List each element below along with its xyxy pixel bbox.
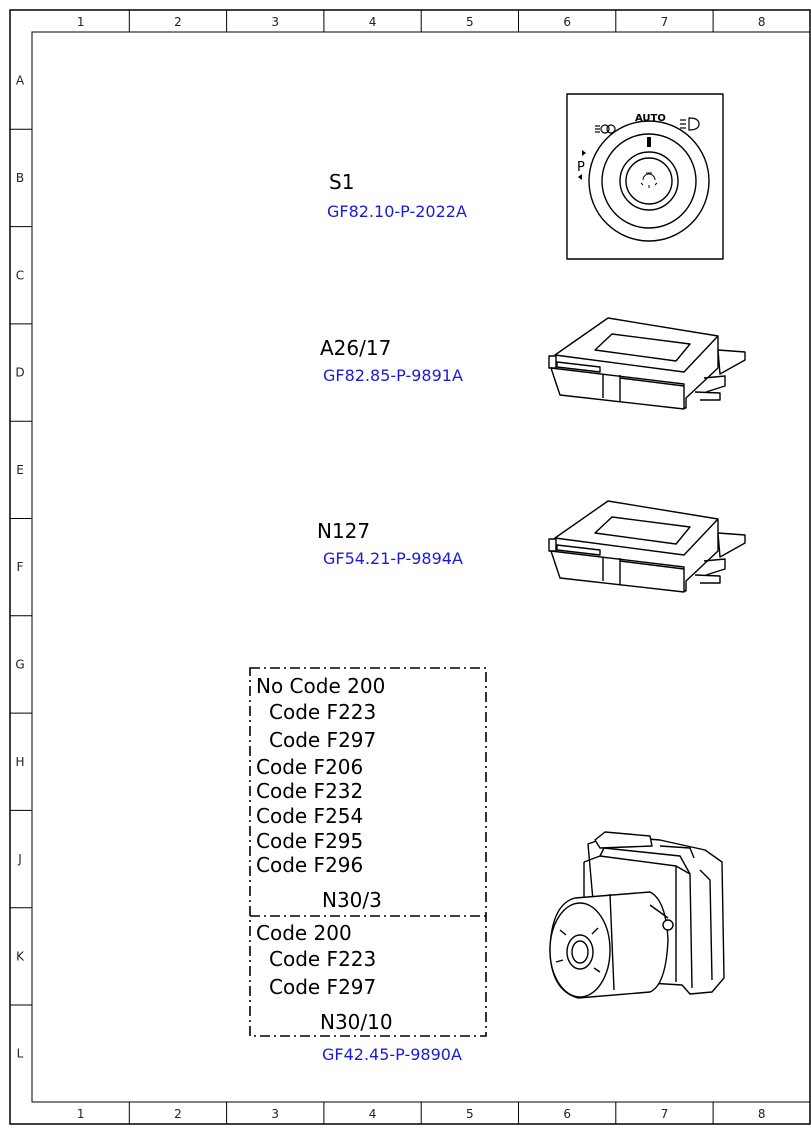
grid-row-label: J: [17, 852, 22, 866]
s1-label: S1: [329, 170, 354, 194]
n30-3-code-line: Code F295: [256, 829, 363, 853]
grid-row-label: K: [16, 949, 25, 963]
light-range-icon: [640, 172, 658, 188]
grid-row-labels: A B C D E F G H J K L: [15, 74, 25, 1061]
grid-column-label: 6: [563, 1107, 571, 1121]
grid-column-label: 7: [661, 1107, 669, 1121]
light-switch-image: AUTO P: [566, 93, 724, 260]
grid-row-label: B: [16, 171, 24, 185]
parking-light-label: P: [577, 160, 585, 175]
grid-row-label: E: [16, 463, 24, 477]
grid-column-label: 2: [174, 1107, 182, 1121]
grid-column-labels-bottom: 1 2 3 4 5 6 7 8: [77, 1107, 766, 1121]
grid-column-label: 1: [77, 15, 85, 29]
grid-column-label: 5: [466, 1107, 474, 1121]
grid-row-label: A: [16, 74, 25, 88]
drawing-frame: [9, 9, 811, 1125]
grid-column-labels-top: 1 2 3 4 5 6 7 8: [77, 15, 766, 29]
control-unit-a26-17-image: [548, 317, 746, 410]
grid-row-label: L: [17, 1047, 24, 1061]
side-light-icon: [595, 124, 616, 134]
n30-3-code-line: Code F296: [256, 853, 363, 877]
grid-row-label: H: [15, 755, 24, 769]
grid-column-label: 8: [758, 1107, 766, 1121]
n30-variant-box: No Code 200 Code F223 Code F297 Code F20…: [249, 667, 487, 1037]
n30-10-code-list: Code 200 Code F223 Code F297: [256, 921, 376, 999]
component-n127: N127 GF54.21-P-9894A: [317, 519, 463, 568]
grid-row-label: F: [17, 560, 24, 574]
n30-10-code-line: Code F297: [269, 975, 376, 999]
grid-column-label: 1: [77, 1107, 85, 1121]
a26-17-label: A26/17: [320, 336, 391, 360]
grid-column-label: 2: [174, 15, 182, 29]
n30-3-code-line: Code F232: [256, 779, 363, 803]
n30-3-code-line: No Code 200: [256, 674, 385, 698]
n30-3-code-line: Code F223: [269, 700, 376, 724]
n30-3-code-line: Code F254: [256, 804, 363, 828]
grid-column-label: 5: [466, 15, 474, 29]
component-a26-17: A26/17 GF82.85-P-9891A: [320, 336, 463, 385]
n30-10-code-line: Code 200: [256, 921, 352, 945]
n30-3-label: N30/3: [322, 888, 382, 912]
grid-column-label: 7: [661, 15, 669, 29]
grid-column-label: 4: [369, 15, 377, 29]
n127-ref-link[interactable]: GF54.21-P-9894A: [323, 549, 463, 568]
grid-column-label: 3: [271, 15, 279, 29]
grid-row-label: G: [15, 657, 24, 671]
hydraulic-unit-image: [549, 831, 725, 999]
n30-3-code-line: Code F206: [256, 755, 363, 779]
grid-column-label: 8: [758, 15, 766, 29]
a26-17-ref-link[interactable]: GF82.85-P-9891A: [323, 366, 463, 385]
auto-position-label: AUTO: [635, 113, 666, 124]
n30-10-code-line: Code F223: [269, 947, 376, 971]
headlight-icon: [680, 117, 700, 131]
parking-arrows-icon: [578, 150, 586, 180]
n30-3-code-line: Code F297: [269, 728, 376, 752]
grid-row-label: C: [16, 268, 24, 282]
component-s1: S1 GF82.10-P-2022A: [327, 170, 467, 221]
n30-ref-link[interactable]: GF42.45-P-9890A: [322, 1045, 462, 1064]
control-unit-n127-image: [548, 500, 746, 593]
grid-column-label: 3: [271, 1107, 279, 1121]
grid-column-label: 4: [369, 1107, 377, 1121]
grid-column-label: 6: [563, 15, 571, 29]
s1-ref-link[interactable]: GF82.10-P-2022A: [327, 202, 467, 221]
n30-10-label: N30/10: [320, 1010, 393, 1034]
grid-row-label: D: [15, 366, 24, 380]
n30-3-code-list: No Code 200 Code F223 Code F297 Code F20…: [256, 674, 385, 877]
n127-label: N127: [317, 519, 370, 543]
